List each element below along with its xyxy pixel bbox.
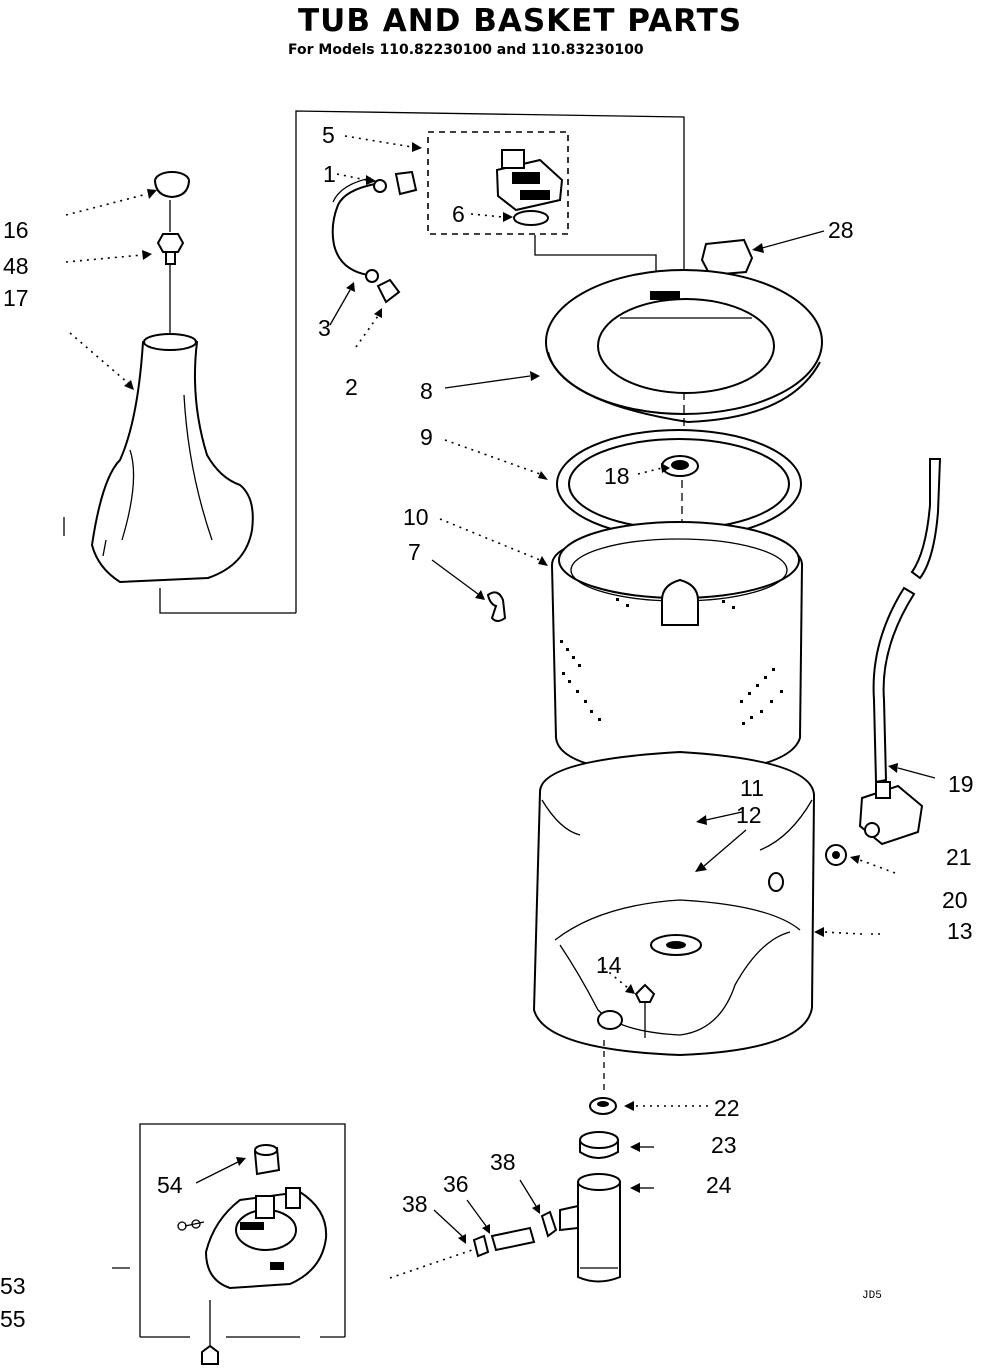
label-part-6: 6: [452, 201, 465, 227]
coupling-hose[interactable]: [490, 1226, 536, 1252]
drain-hose[interactable]: [872, 458, 942, 784]
shaft-seal[interactable]: [589, 1097, 617, 1115]
agitator-cap[interactable]: [154, 171, 190, 199]
basket-clip[interactable]: [486, 591, 507, 622]
label-part-38-left: 38: [402, 1191, 428, 1217]
outer-tub[interactable]: [532, 750, 816, 1057]
label-part-21: 21: [946, 844, 972, 870]
bearing-ring[interactable]: [579, 1131, 619, 1159]
label-part-8: 8: [420, 378, 433, 404]
leader-lines: [65, 135, 936, 1269]
label-part-36: 36: [443, 1171, 469, 1197]
label-part-28: 28: [828, 217, 854, 243]
tub-bolt[interactable]: [634, 983, 656, 1038]
coupling-clamp-right[interactable]: [540, 1210, 558, 1238]
label-part-38-top: 38: [490, 1149, 516, 1175]
label-part-1: 1: [323, 161, 336, 187]
wash-basket[interactable]: [550, 521, 804, 777]
label-part-2: 2: [345, 374, 358, 400]
page-subtitle: For Models 110.82230100 and 110.83230100: [288, 42, 644, 58]
label-part-7: 7: [408, 539, 421, 565]
coupling-clamp-left[interactable]: [472, 1234, 490, 1258]
label-part-23: 23: [711, 1132, 737, 1158]
label-part-9: 9: [420, 424, 433, 450]
label-part-13: 13: [947, 918, 973, 944]
valve-group-box: [427, 131, 569, 235]
label-part-53: 53: [0, 1273, 26, 1299]
label-part-17: 17: [3, 285, 29, 311]
pump-bolt[interactable]: [201, 1344, 219, 1365]
valve-gasket[interactable]: [513, 210, 549, 226]
label-part-11: 11: [740, 775, 764, 801]
pump-group-bracket: [139, 1123, 346, 1338]
label-part-3: 3: [318, 315, 331, 341]
label-part-55: 55: [0, 1306, 26, 1332]
diagram-code: JD5: [862, 1290, 882, 1302]
pump-assembly[interactable]: [177, 1187, 328, 1290]
label-part-54: 54: [157, 1172, 183, 1198]
label-part-5: 5: [322, 122, 335, 148]
tub-ring[interactable]: [545, 269, 823, 424]
label-part-22: 22: [714, 1095, 740, 1121]
page-title: TUB AND BASKET PARTS: [298, 3, 742, 39]
label-part-14: 14: [596, 952, 622, 978]
label-part-10: 10: [403, 504, 429, 530]
connector-nut[interactable]: [825, 844, 847, 866]
pump-coupler[interactable]: [253, 1144, 281, 1176]
basket-hub-nut[interactable]: [661, 455, 699, 477]
agitator-group-bracket: [159, 110, 685, 614]
agitator[interactable]: [63, 333, 254, 584]
hose-fitting-bottom[interactable]: [376, 278, 401, 304]
part-labels: 16 48 17 5 1 6 3 2 28 8 9 18 10 7 11 12 …: [0, 122, 974, 1332]
label-part-19: 19: [948, 771, 974, 797]
fill-hose[interactable]: [331, 177, 387, 283]
agitator-nut[interactable]: [156, 233, 185, 265]
cover-pad[interactable]: [700, 238, 754, 277]
hose-fitting-top[interactable]: [394, 170, 418, 196]
spin-tube[interactable]: [559, 1173, 621, 1283]
label-part-48: 48: [3, 253, 29, 279]
label-part-18: 18: [604, 463, 630, 489]
label-part-12: 12: [736, 802, 762, 828]
label-part-24: 24: [706, 1172, 732, 1198]
valve-assembly[interactable]: [495, 149, 564, 212]
label-part-16: 16: [3, 217, 29, 243]
drain-connector[interactable]: [858, 781, 924, 846]
label-part-20: 20: [942, 887, 968, 913]
